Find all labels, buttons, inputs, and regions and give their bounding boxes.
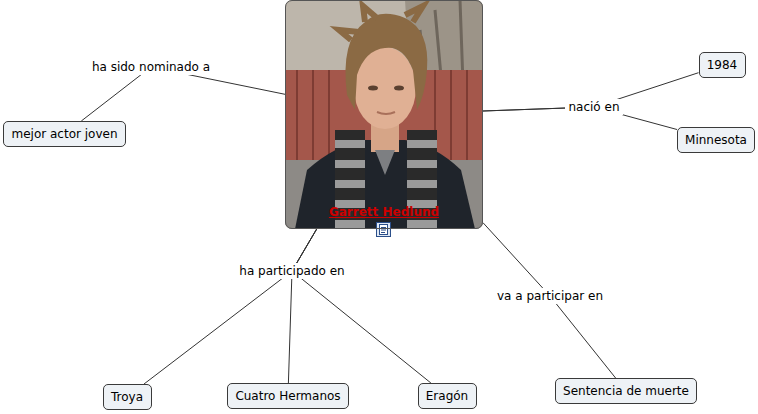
concept-box: Minnesota [677,127,755,153]
portrait-photo [285,0,483,229]
concept-box: Cuatro Hermanos [227,383,349,409]
concept-box: Eragón [418,383,477,409]
connector-line [292,229,431,383]
concept-box: Sentencia de muerte [555,378,697,404]
document-icon [376,222,391,237]
linking-phrase: va a participar en [494,288,606,304]
concept-box: 1984 [699,52,746,78]
connector-line [483,223,616,378]
concept-text: Minnesota [685,133,747,147]
concept-box: mejor actor joven [3,121,126,147]
concept-text: 1984 [707,58,738,72]
linking-phrase: ha sido nominado a [89,59,213,75]
concept-text: mejor actor joven [11,127,117,141]
concept-text: Eragón [426,389,468,403]
concept-text: Troya [111,390,143,404]
concept-text: Sentencia de muerte [563,384,689,398]
concept-box: Troya [103,384,152,410]
linking-phrase: nació en [565,99,622,115]
photo-caption: Garrett Hedlund [286,205,482,219]
connector-line [81,67,285,121]
linking-phrase: ha participado en [236,263,347,279]
concept-text: Cuatro Hermanos [235,389,340,403]
photo-node: Garrett Hedlund [285,0,483,229]
connector-line [144,229,317,384]
